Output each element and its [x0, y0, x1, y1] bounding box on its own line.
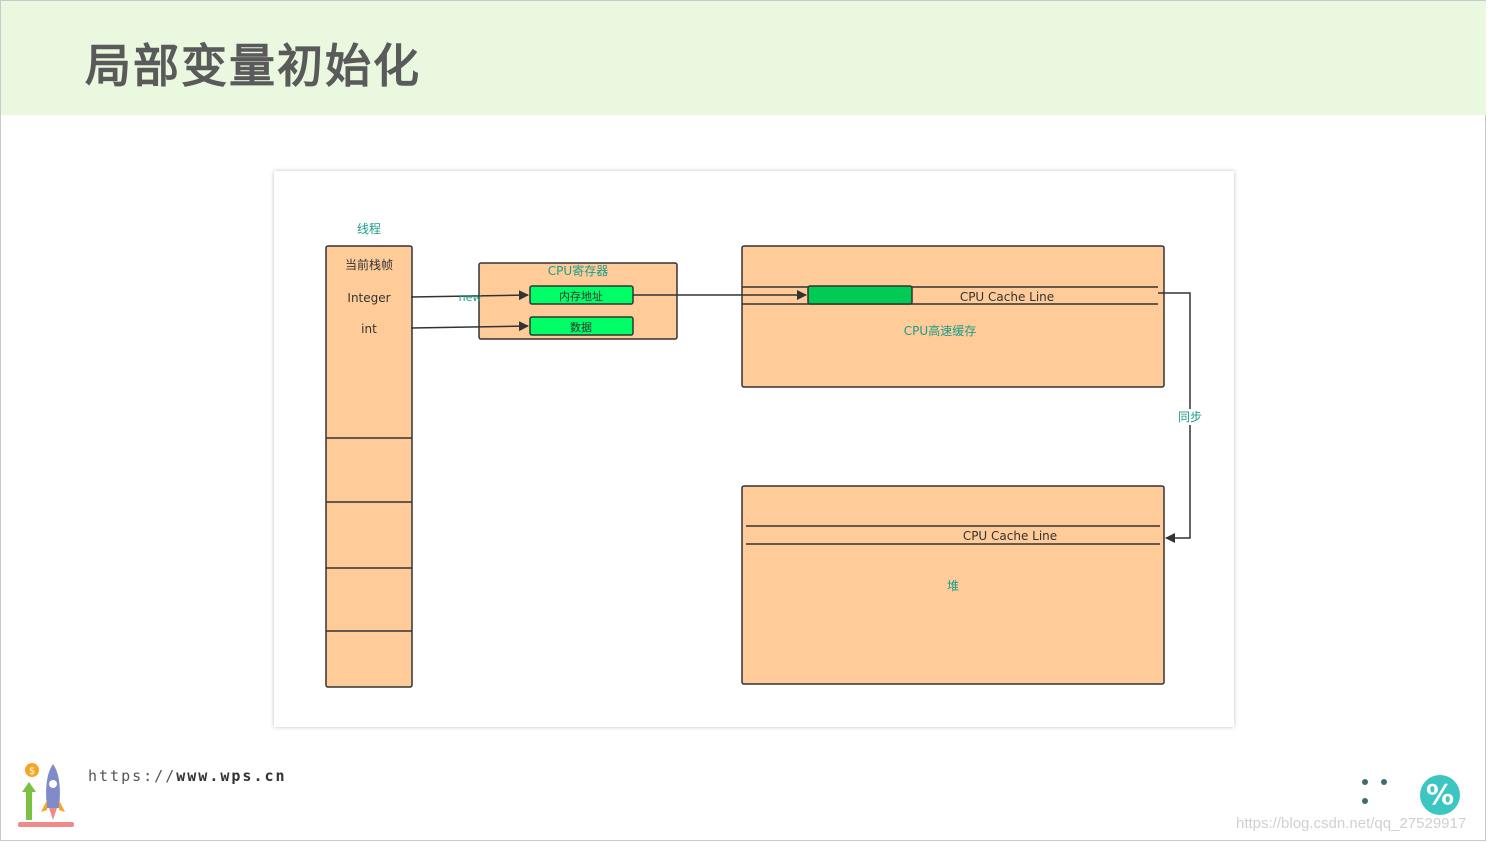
title-band	[1, 1, 1486, 115]
sync-label-bg	[1176, 409, 1204, 425]
percent-badge-icon: %	[1420, 775, 1460, 815]
data-label: 数据	[570, 320, 592, 334]
new-label: new	[459, 291, 482, 304]
heap-box	[741, 485, 1165, 685]
cache-entry-cell	[807, 285, 913, 305]
memory-diagram: 线程 当前栈帧 Integer int CPU寄存器 内存地址 数据 new C…	[325, 221, 1204, 688]
memory-address-label: 内存地址	[559, 289, 603, 303]
data-cell	[529, 316, 634, 336]
rocket-icon: $	[18, 763, 74, 827]
slide-title: 局部变量初始化	[85, 39, 421, 93]
cpu-cache-box	[741, 245, 1165, 388]
thread-stack	[325, 245, 413, 688]
sync-label: 同步	[1178, 410, 1202, 424]
cpu-cache-label: CPU高速缓存	[904, 323, 976, 338]
var-int-label: int	[361, 322, 377, 336]
svg-text:$: $	[29, 766, 35, 777]
cache-line-label: CPU Cache Line	[960, 290, 1054, 304]
footer-url[interactable]: https://www.wps.cn	[88, 767, 287, 785]
footer-url-prefix: https://	[88, 767, 177, 785]
integer-to-address-arrow	[410, 290, 529, 301]
thread-label: 线程	[357, 221, 381, 236]
cpu-register-label: CPU寄存器	[548, 263, 608, 278]
var-integer-label: Integer	[347, 291, 390, 305]
int-to-data-arrow	[410, 321, 529, 332]
heap-cache-line-label: CPU Cache Line	[963, 529, 1057, 543]
stack-frame-label: 当前栈帧	[345, 257, 393, 272]
footer-url-domain: www.wps.cn	[176, 767, 287, 785]
heap-label: 堆	[947, 579, 959, 593]
more-dots-icon	[1362, 770, 1412, 804]
diagram-card: 线程 当前栈帧 Integer int CPU寄存器 内存地址 数据 new C…	[274, 171, 1234, 727]
watermark: https://blog.csdn.net/qq_27529917	[1236, 815, 1467, 832]
